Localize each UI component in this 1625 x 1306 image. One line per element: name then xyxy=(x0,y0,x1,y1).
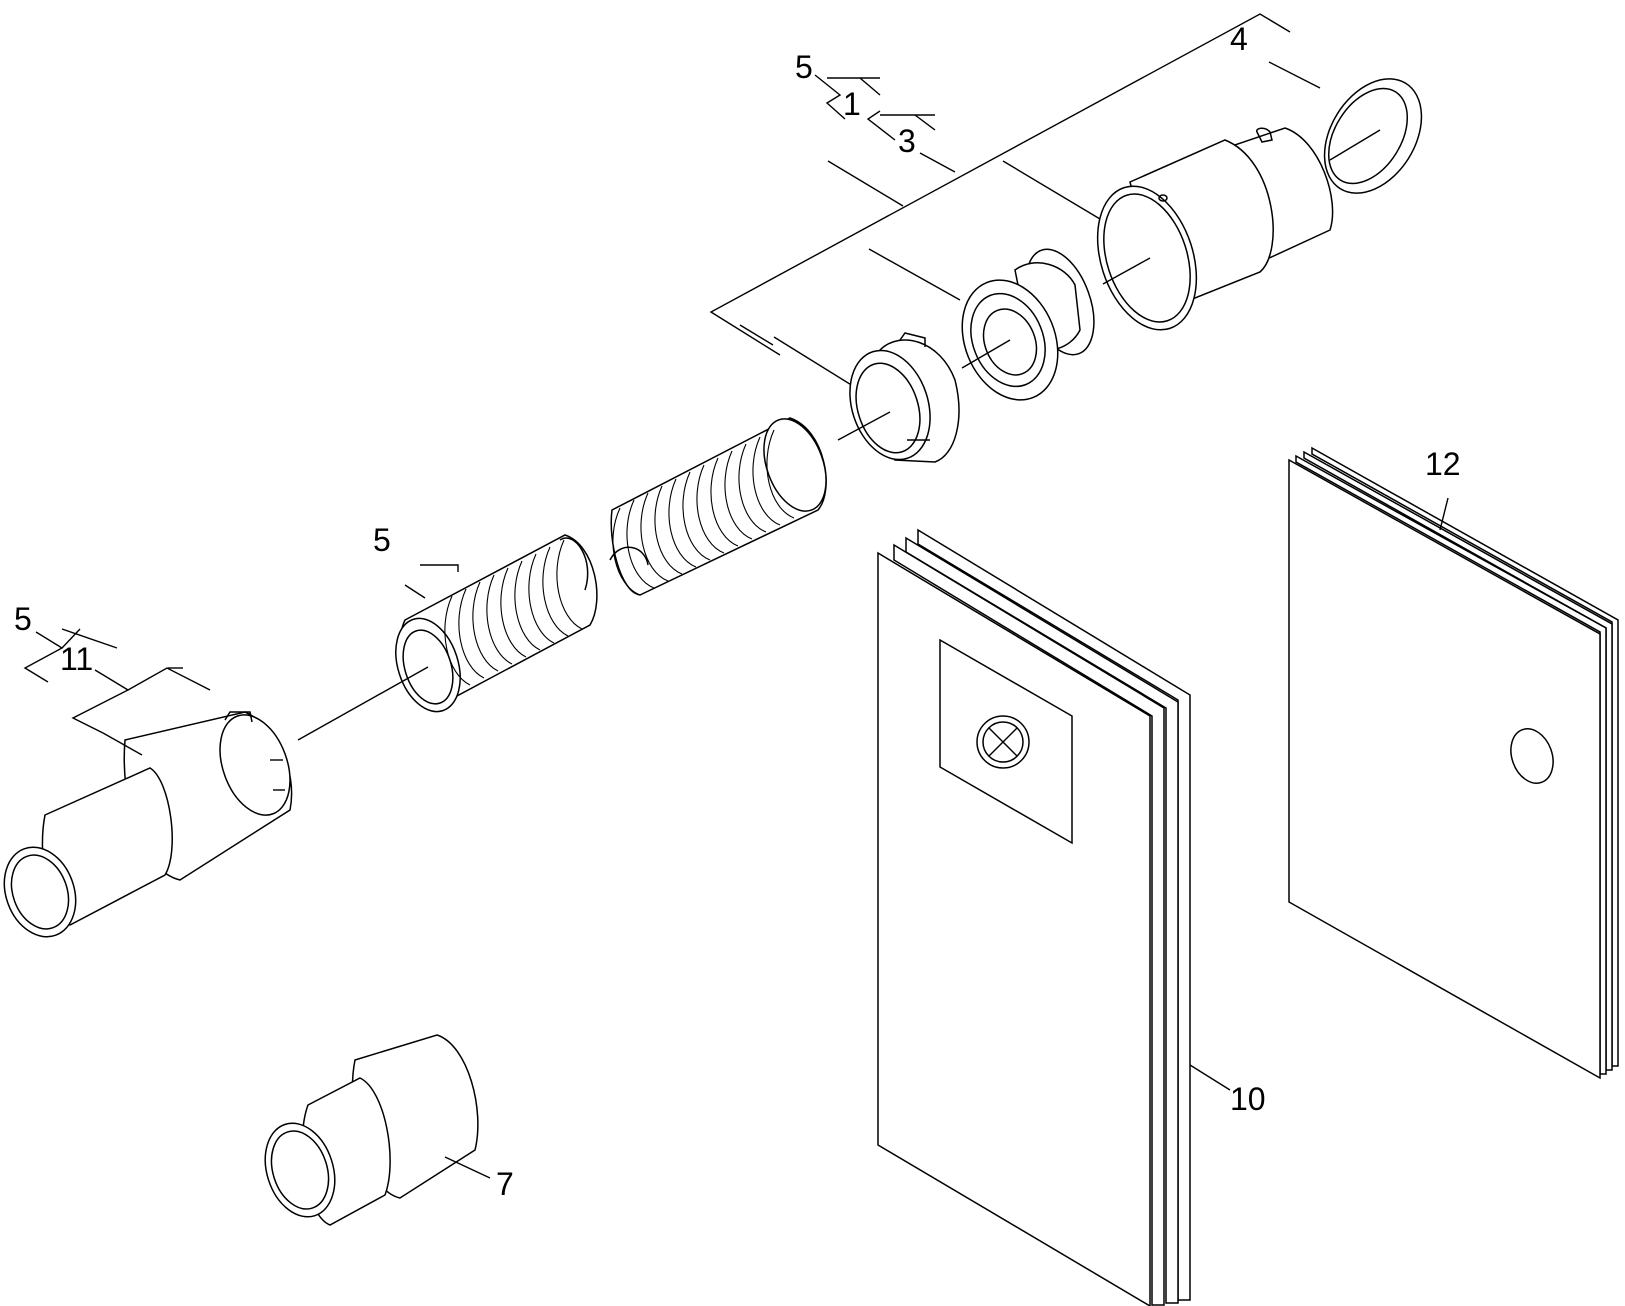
part-hose-right xyxy=(609,417,827,596)
label-sheets-12: 12 xyxy=(1425,446,1461,482)
part-clip-ring xyxy=(837,332,960,463)
label-bags-10: 10 xyxy=(1230,1081,1266,1117)
hose-left-ribs xyxy=(444,539,583,686)
label-reducer-7: 7 xyxy=(496,1166,514,1202)
label-top-group-1: 1 xyxy=(843,86,861,122)
part-cuff-3 xyxy=(1096,127,1334,331)
part-reducer-7: 7 xyxy=(264,1034,514,1226)
label-adapter-group-5: 5 xyxy=(14,601,32,637)
label-hose-group-5: 5 xyxy=(373,522,391,558)
top-assembly-bracket xyxy=(709,13,1291,387)
part-filter-bags-10: 10 xyxy=(877,528,1266,1306)
part-adapter-11 xyxy=(3,711,293,938)
part-filter-sheets-12: 12 xyxy=(1288,446,1619,1080)
hose-right-ribs xyxy=(612,429,795,596)
part-hose-left xyxy=(297,534,598,741)
label-top-group-5: 5 xyxy=(795,49,813,85)
label-adapter-11: 11 xyxy=(60,641,93,677)
label-ring-4: 4 xyxy=(1230,21,1248,57)
label-group-adapter: 5 11 xyxy=(14,601,211,756)
part-ring-4: 4 xyxy=(1230,21,1423,194)
label-top-group-3: 3 xyxy=(898,123,916,159)
label-group-top: 5 1 3 xyxy=(795,49,956,173)
part-bushing-1 xyxy=(961,248,1095,401)
